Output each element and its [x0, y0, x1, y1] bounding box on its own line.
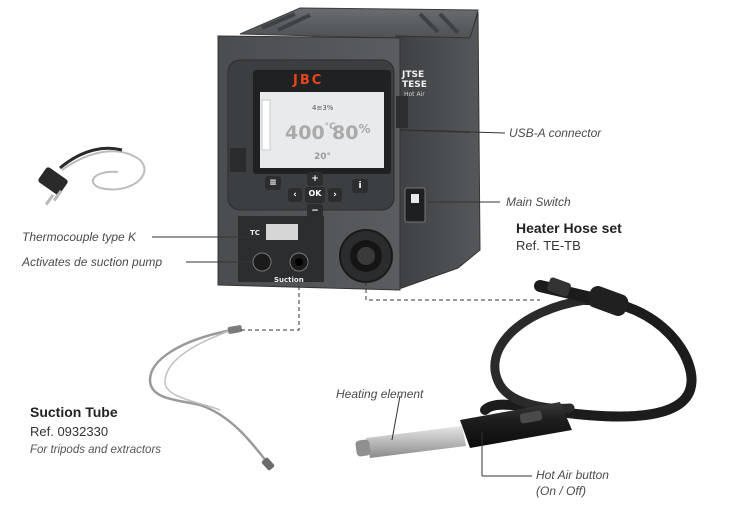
right-button[interactable]: › [328, 188, 342, 202]
heater-hose-ref: Ref. TE-TB [516, 238, 581, 253]
down-button[interactable]: − [307, 204, 323, 218]
hot-air-handle [460, 402, 572, 448]
station-side [395, 11, 481, 291]
ambient-unit: ° [326, 152, 332, 162]
info-button[interactable]: i [352, 179, 368, 193]
usb-slot [396, 96, 408, 128]
screen-airflow: 80% [332, 122, 370, 144]
leader-lines [152, 129, 540, 477]
temperature-unit: °C [324, 122, 336, 132]
ambient-value: 20 [314, 152, 327, 162]
screen-mode: 4≡3% [312, 104, 334, 112]
up-button[interactable]: + [307, 172, 323, 186]
suction-pump-label: Activates de suction pump [22, 255, 163, 269]
thermocouple-probe [38, 146, 146, 206]
model-name-line-2: TESE [402, 80, 427, 90]
airflow-unit: % [358, 122, 371, 136]
suction-tube-ref: Ref. 0932330 [30, 424, 109, 439]
model-subtitle: Hot Air [404, 91, 425, 98]
thermocouple-label: Thermocouple type K [22, 230, 137, 244]
temperature-value: 400 [285, 122, 325, 144]
suction-port-label: Suction [274, 276, 304, 284]
ok-button[interactable]: OK [305, 187, 325, 203]
side-clip [230, 148, 246, 172]
suction-tube-note: For tripods and extractors [30, 444, 162, 456]
left-button[interactable]: ‹ [288, 188, 302, 202]
tc-port-label: TC [250, 229, 260, 237]
main-switch-label: Main Switch [506, 195, 571, 209]
hot-air-button-label: Hot Air button [536, 468, 609, 482]
heater-hose-title: Heater Hose set [516, 220, 622, 236]
screen-temperature: 400°C [285, 122, 336, 144]
usb-connector-label: USB-A connector [509, 126, 602, 140]
main-switch [404, 187, 426, 223]
suction-button [252, 252, 272, 272]
heating-element [366, 426, 466, 458]
model-name-line-1: JTSE [402, 70, 425, 80]
brand-logo: JBC [293, 73, 324, 88]
suction-tube-illustration [148, 325, 275, 471]
airflow-value: 80 [332, 122, 359, 144]
heating-element-label: Heating element [336, 387, 424, 401]
menu-button[interactable]: ≡ [265, 176, 281, 190]
hot-air-button-sublabel: (On / Off) [536, 484, 587, 498]
screen-ambient: 20° [314, 152, 331, 162]
suction-tube-title: Suction Tube [30, 404, 118, 420]
heater-hose-illustration [355, 277, 697, 458]
